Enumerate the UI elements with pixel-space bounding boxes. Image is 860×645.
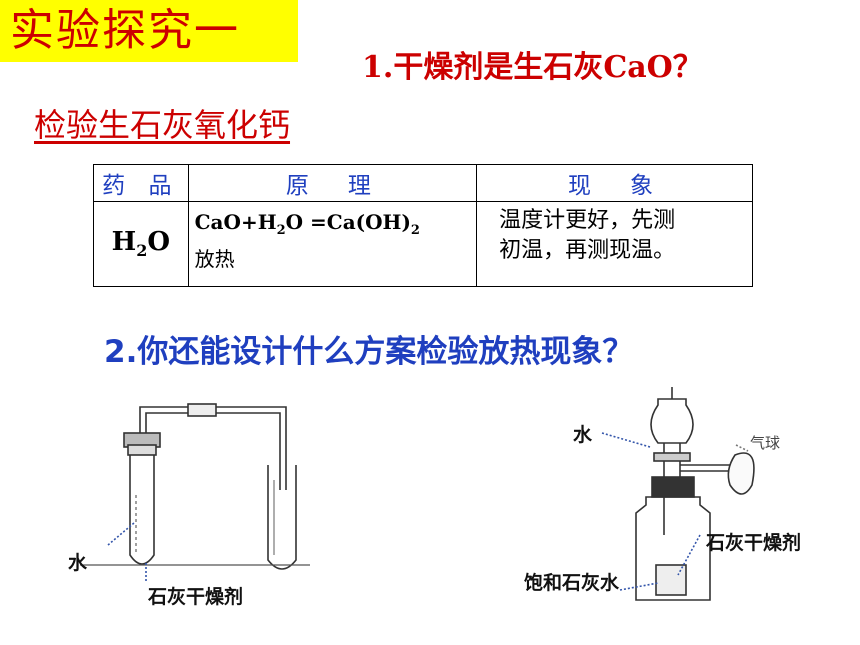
phenomenon-line-2: 初温，再测现温。 [499, 238, 676, 263]
agent-o: O [147, 227, 170, 258]
experiment-table: 药 品 原 理 现 象 H2O CaO+H2O =Ca(OH)2 放热 温度计更… [93, 164, 753, 287]
table-header: 原 理 [187, 164, 478, 202]
label-balloon: 气球 [750, 434, 781, 452]
connecting-tube [139, 406, 287, 490]
section-title: 实验探究一 [0, 0, 298, 62]
label-water-right: 水 [573, 424, 593, 446]
table-header: 现 象 [476, 164, 753, 202]
right-test-tube [267, 465, 297, 570]
reaction-equation: CaO+H2O =Ca(OH)2 [195, 208, 470, 245]
agent-h: H [111, 227, 137, 258]
eq-part-b: O =Ca(OH) [285, 210, 411, 234]
label-water-left: 水 [68, 552, 88, 574]
reaction-bottle [635, 496, 711, 601]
principle-cell: CaO+H2O =Ca(OH)2 放热 [187, 201, 478, 287]
label-desiccant-left: 石灰干燥剂 [148, 586, 244, 608]
eq-part-a: CaO+H [194, 210, 277, 234]
left-test-tube [129, 455, 155, 565]
table-header-row: 药 品 原 理 现 象 [93, 164, 753, 202]
subtitle: 检验生石灰氧化钙 [34, 106, 291, 144]
bottle-stopper [651, 476, 695, 498]
eq-sub-2: 2 [410, 223, 420, 238]
agent-sub: 2 [136, 241, 148, 261]
question-1: 1.干燥剂是生石灰CaO？ [362, 50, 703, 85]
bottle-funnel-balloon-diagram [601, 387, 755, 601]
phenomenon-line-1: 温度计更好，先测 [499, 208, 676, 233]
agent-cell: H2O [93, 201, 189, 287]
test-tube-apparatus-diagram [80, 403, 310, 583]
separatory-funnel [650, 398, 694, 444]
heat-release-text: 放热 [194, 247, 235, 271]
table-header: 药 品 [93, 164, 189, 202]
balloon [727, 452, 755, 495]
question-2: 2.你还能设计什么方案检验放热现象？ [104, 334, 634, 370]
phenomenon-cell: 温度计更好，先测 初温，再测现温。 [476, 201, 753, 287]
label-desiccant-right: 石灰干燥剂 [706, 532, 802, 554]
eq-sub-1: 2 [276, 223, 286, 238]
table-row: H2O CaO+H2O =Ca(OH)2 放热 温度计更好，先测 初温，再测现温… [93, 201, 753, 287]
label-limewater: 饱和石灰水 [524, 572, 620, 594]
inner-beaker [655, 564, 687, 596]
